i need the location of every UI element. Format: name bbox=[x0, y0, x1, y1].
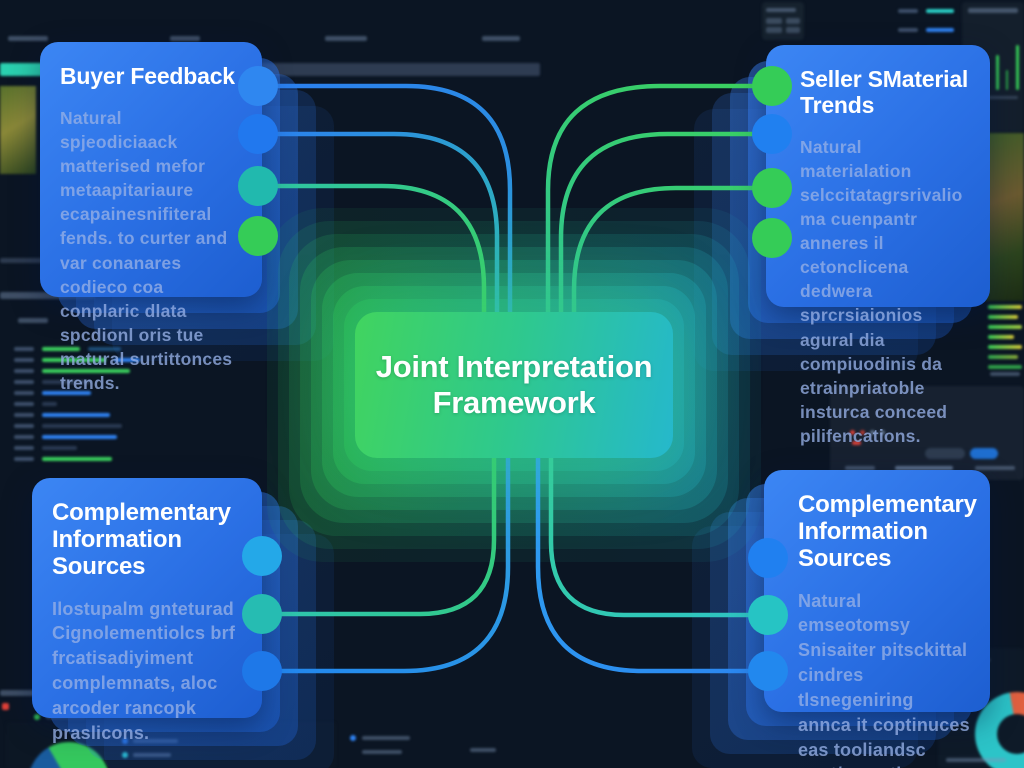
gradient-bars bbox=[988, 304, 1022, 369]
wire-top-right-2 bbox=[558, 131, 775, 393]
legend-label-block bbox=[362, 750, 402, 754]
connector-dot bbox=[748, 651, 788, 691]
connector-dot bbox=[238, 114, 278, 154]
connector-dot bbox=[752, 66, 792, 106]
nav-label-block bbox=[8, 36, 48, 41]
wire-top-left-3 bbox=[255, 183, 487, 393]
legend-label-block bbox=[133, 753, 171, 757]
connector-dot bbox=[238, 166, 278, 206]
legend-red-swatch bbox=[2, 703, 9, 710]
wire-bottom-left-1 bbox=[259, 427, 497, 617]
center-node-joint-interpretation-framework: Joint Interpretation Framework bbox=[355, 312, 673, 458]
legend-dot bbox=[122, 738, 128, 744]
legend-dot bbox=[122, 752, 128, 758]
card-complementary-sources-right: Complementary Information Sources Natura… bbox=[764, 470, 990, 768]
mini-block bbox=[766, 18, 782, 24]
card-buyer-feedback: Buyer Feedback Natural spjeodiciaack mat… bbox=[40, 42, 262, 393]
card-seller-material-trends: Seller SMaterial Trends Natural material… bbox=[766, 45, 990, 446]
breadcrumb-block bbox=[845, 466, 875, 470]
spike-bar bbox=[996, 55, 999, 90]
connector-dot bbox=[238, 216, 278, 256]
card-title: Buyer Feedback bbox=[60, 63, 235, 89]
wire-top-left-2 bbox=[255, 131, 500, 393]
mini-block bbox=[766, 27, 782, 33]
mini-block bbox=[786, 18, 800, 24]
wire-top-right-1 bbox=[545, 83, 775, 393]
card-complementary-sources-left: Complementary Information Sources Ilostu… bbox=[32, 478, 262, 743]
photo-thumbnail bbox=[0, 86, 36, 174]
chart-title-block bbox=[968, 8, 1018, 13]
connector-dot bbox=[752, 218, 792, 258]
nav-label-block bbox=[170, 36, 200, 41]
axis-label-block bbox=[968, 96, 1018, 99]
connector-dot bbox=[748, 538, 788, 578]
wire-bottom-left-2 bbox=[259, 427, 511, 674]
donut-hole bbox=[997, 714, 1024, 754]
legend-label-block bbox=[133, 739, 178, 743]
connector-dot bbox=[242, 594, 282, 634]
wire-bottom-right-2 bbox=[535, 427, 771, 674]
connector-dot bbox=[748, 595, 788, 635]
connector-dot bbox=[752, 168, 792, 208]
caption-block bbox=[990, 372, 1020, 376]
card-body: Ilostupalm gnteturad Cignolementiolcs br… bbox=[52, 598, 236, 743]
nav-label-block bbox=[482, 36, 520, 41]
legend-label-block bbox=[362, 736, 410, 740]
wire-bottom-right-1 bbox=[548, 427, 771, 618]
red-dot bbox=[860, 430, 865, 435]
legend-dot bbox=[350, 735, 356, 741]
red-dash bbox=[852, 441, 861, 445]
legend-label-block bbox=[470, 748, 496, 752]
pill-button-blue bbox=[970, 448, 998, 459]
wire-top-right-3 bbox=[571, 185, 775, 393]
legend-green-swatch bbox=[34, 714, 40, 720]
card-title: Complementary Information Sources bbox=[52, 499, 231, 580]
breadcrumb-block bbox=[895, 466, 953, 470]
spike-bar bbox=[1016, 45, 1019, 90]
bar-chart bbox=[14, 346, 140, 461]
photo-thumbnail bbox=[985, 133, 1024, 301]
card-title: Complementary Information Sources bbox=[798, 491, 977, 572]
card-body: Natural spjeodiciaack matterised mefor m… bbox=[60, 107, 233, 394]
ticker-block bbox=[0, 258, 60, 263]
section-label-block bbox=[18, 318, 48, 323]
connector-dot bbox=[242, 651, 282, 691]
red-dot bbox=[850, 430, 855, 435]
connector-dot bbox=[238, 66, 278, 106]
ticker-block bbox=[0, 292, 95, 299]
card-title: Seller SMaterial Trends bbox=[800, 66, 969, 118]
pill-button-dark bbox=[925, 448, 965, 459]
nav-label-block bbox=[325, 36, 367, 41]
mini-title-block bbox=[766, 8, 796, 12]
card-body: Natural emseotomsy Snisaiter pitsckittal… bbox=[798, 590, 970, 768]
card-body: Natural materialation selccitatagrsrival… bbox=[800, 136, 963, 447]
grey-dot bbox=[870, 430, 875, 435]
mini-block bbox=[786, 27, 800, 33]
connector-dot bbox=[242, 536, 282, 576]
breadcrumb-block bbox=[975, 466, 1015, 470]
grey-dot bbox=[880, 430, 885, 435]
caption-block bbox=[946, 758, 1006, 762]
wire-top-left-1 bbox=[255, 83, 513, 393]
center-title: Joint Interpretation Framework bbox=[375, 349, 653, 420]
spike-bar bbox=[1006, 70, 1008, 90]
connector-dot bbox=[752, 114, 792, 154]
